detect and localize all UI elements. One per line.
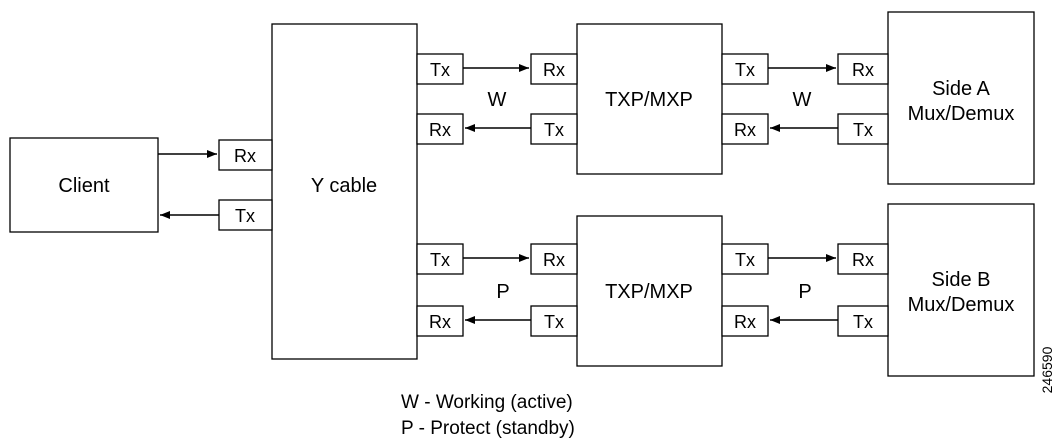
working-txp-rx-back-port: Rx <box>721 113 769 145</box>
working-txp-label: TXP/MXP <box>605 89 693 111</box>
protect-txp-box: TXP/MXP <box>576 215 723 367</box>
side-a-mux-box: Side A Mux/Demux <box>887 11 1035 185</box>
protect-txp-rx-back-label: Rx <box>734 312 756 332</box>
working-ycable-rx-port: Rx <box>416 113 464 145</box>
legend-working: W - Working (active) <box>401 392 573 413</box>
protect-txp-rx-in-port: Rx <box>530 243 578 275</box>
legend-protect: P - Protect (standby) <box>401 418 575 439</box>
protect-label-left: P <box>496 281 509 303</box>
side-a-mux-line1: Side A <box>932 78 990 100</box>
protect-ycable-tx-port: Tx <box>416 243 464 275</box>
protect-txp-rx-in-label: Rx <box>543 250 565 270</box>
side-b-mux-rx-label: Rx <box>852 250 874 270</box>
side-b-mux-rx-port: Rx <box>837 243 889 275</box>
working-ycable-rx-label: Rx <box>429 120 451 140</box>
protect-txp-tx-back-port: Tx <box>530 305 578 337</box>
protect-ycable-rx-port: Rx <box>416 305 464 337</box>
protect-txp-tx-out-port: Tx <box>721 243 769 275</box>
ycable-tx-port: Tx <box>218 199 273 231</box>
working-ycable-tx-label: Tx <box>430 60 450 80</box>
client-box: Client <box>9 137 159 233</box>
side-a-mux-rx-label: Rx <box>852 60 874 80</box>
protect-txp-tx-back-label: Tx <box>544 312 564 332</box>
ycable-rx-label: Rx <box>234 146 256 166</box>
side-a-mux-tx-label: Tx <box>853 120 873 140</box>
working-txp-rx-in-label: Rx <box>543 60 565 80</box>
figure-id: 246590 <box>1039 346 1055 393</box>
ycable-tx-label: Tx <box>235 206 255 226</box>
working-ycable-tx-port: Tx <box>416 53 464 85</box>
working-txp-tx-out-port: Tx <box>721 53 769 85</box>
side-b-mux-box: Side B Mux/Demux <box>887 203 1035 377</box>
working-txp-tx-back-port: Tx <box>530 113 578 145</box>
side-a-mux-line2: Mux/Demux <box>908 103 1015 125</box>
protect-txp-label: TXP/MXP <box>605 281 693 303</box>
side-b-mux-tx-label: Tx <box>853 312 873 332</box>
ycable-label: Y cable <box>311 175 377 197</box>
side-b-mux-line2: Mux/Demux <box>908 294 1015 316</box>
protect-txp-tx-out-label: Tx <box>735 250 755 270</box>
working-txp-tx-back-label: Tx <box>544 120 564 140</box>
client-label: Client <box>58 175 110 197</box>
protect-label-right: P <box>798 281 811 303</box>
protect-ycable-rx-label: Rx <box>429 312 451 332</box>
side-a-mux-tx-port: Tx <box>837 113 889 145</box>
working-txp-tx-out-label: Tx <box>735 60 755 80</box>
side-b-mux-tx-port: Tx <box>837 305 889 337</box>
ycable-box: Y cable <box>271 23 418 360</box>
working-label-right: W <box>793 89 812 111</box>
working-txp-rx-in-port: Rx <box>530 53 578 85</box>
working-txp-box: TXP/MXP <box>576 23 723 175</box>
working-label-left: W <box>488 89 507 111</box>
side-a-mux-rx-port: Rx <box>837 53 889 85</box>
ycable-rx-port: Rx <box>218 139 273 171</box>
protect-txp-rx-back-port: Rx <box>721 305 769 337</box>
side-b-mux-line1: Side B <box>932 269 991 291</box>
protect-ycable-tx-label: Tx <box>430 250 450 270</box>
working-txp-rx-back-label: Rx <box>734 120 756 140</box>
